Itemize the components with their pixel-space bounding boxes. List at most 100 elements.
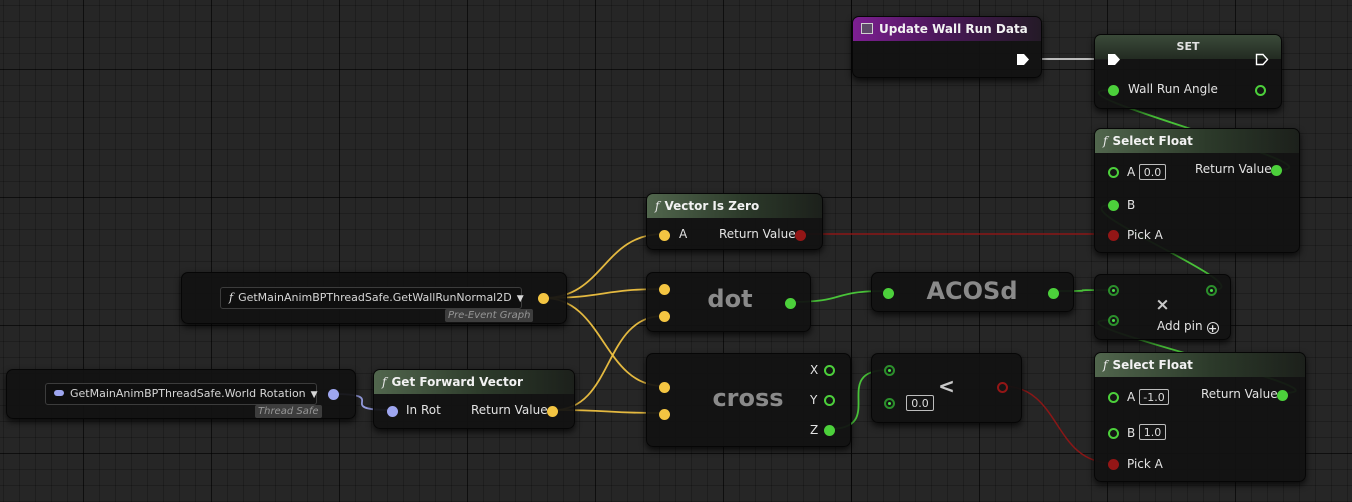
update-wall-run-data-node[interactable]: Update Wall Run Data [852,16,1042,78]
exec-in-pin[interactable] [1107,53,1121,66]
return-value-label: Return Value [471,403,548,417]
dropdown-value: GetMainAnimBPThreadSafe.GetWallRunNormal… [238,291,512,304]
wall-run-angle-in-pin[interactable] [1108,85,1119,96]
pick-a-pin[interactable] [1108,459,1119,470]
b-pin[interactable] [659,311,670,322]
add-pin-button[interactable]: Add pin+ [1157,319,1219,334]
x-label: X [810,363,819,377]
return-value-pin[interactable] [795,230,806,241]
less-than-symbol: < [938,374,955,398]
function-icon: f [229,291,234,304]
vector-out-pin[interactable] [538,293,549,304]
z-pin[interactable] [824,425,835,436]
b-pin[interactable] [1108,200,1119,211]
chevron-down-icon: ▼ [310,390,318,400]
context-tag: Pre-Event Graph [445,309,534,322]
function-icon: f [655,199,660,213]
b-pin[interactable] [659,409,670,420]
rotator-icon [54,390,64,396]
return-value-pin[interactable] [547,406,558,417]
return-value-pin[interactable] [785,298,796,309]
rotator-out-pin[interactable] [328,389,339,400]
exec-out-pin[interactable] [1016,53,1030,66]
node-header: f Select Float [1095,129,1299,153]
dot-node[interactable]: dot [646,272,811,332]
x-pin[interactable] [824,365,835,376]
b-value-field[interactable]: 1.0 [1139,424,1166,440]
node-header: f Get Forward Vector [374,370,574,394]
pick-a-label: Pick A [1127,457,1163,471]
node-header: f Vector Is Zero [647,194,822,218]
property-access-dropdown[interactable]: GetMainAnimBPThreadSafe.World Rotation▼ [45,383,318,405]
node-title: Get Forward Vector [391,375,523,389]
b-pin[interactable] [884,398,895,409]
node-title: Update Wall Run Data [879,22,1028,36]
a-pin[interactable] [659,382,670,393]
a-pin[interactable] [884,365,895,376]
node-title: dot [707,285,753,313]
b-label: B [1127,198,1136,212]
less-than-node[interactable]: 0.0 < [871,353,1022,423]
graph-region-divider [851,0,852,502]
node-title: Select Float [1112,358,1193,372]
pick-a-pin[interactable] [1108,230,1119,241]
input-pin[interactable] [883,288,894,299]
node-title: ACOSd [926,277,1018,305]
node-header: f Select Float [1095,353,1305,377]
multiply-node[interactable]: × Add pin+ [1094,274,1231,340]
return-value-label: Return Value [1201,387,1278,401]
function-icon: f [1103,134,1108,148]
b-label: B [1127,426,1136,440]
get-wall-run-normal-node[interactable]: f GetMainAnimBPThreadSafe.GetWallRunNorma… [181,272,567,324]
node-header: Update Wall Run Data [853,17,1041,41]
y-label: Y [810,393,818,407]
vector-is-zero-node[interactable]: f Vector Is Zero A Return Value [646,193,823,250]
a-pin[interactable] [1108,285,1119,296]
exec-out-pin[interactable] [1255,53,1269,66]
return-value-label: Return Value [1195,162,1272,176]
node-title: Select Float [1112,134,1193,148]
a-pin[interactable] [1108,392,1119,403]
return-value-pin[interactable] [1048,288,1059,299]
return-value-pin[interactable] [1271,165,1282,176]
return-value-pin[interactable] [1277,390,1288,401]
cross-node[interactable]: cross X Y Z [646,353,851,447]
a-label: A [679,227,688,241]
wall-run-angle-label: Wall Run Angle [1128,82,1218,96]
property-access-dropdown[interactable]: f GetMainAnimBPThreadSafe.GetWallRunNorma… [220,287,524,309]
b-pin[interactable] [1108,428,1119,439]
a-value-field[interactable]: -1.0 [1139,389,1169,405]
set-node[interactable]: SET Wall Run Angle [1094,34,1282,109]
function-icon: f [382,375,387,389]
multiply-symbol: × [1155,295,1170,315]
context-tag: Thread Safe [255,405,322,418]
a-pin[interactable] [659,284,670,295]
y-pin[interactable] [824,395,835,406]
node-header: SET [1095,35,1281,59]
return-value-label: Return Value [719,227,796,241]
b-pin[interactable] [1108,315,1119,326]
function-icon: f [1103,358,1108,372]
in-rot-pin[interactable] [387,406,398,417]
node-title: cross [712,384,784,412]
b-value-field[interactable]: 0.0 [906,395,934,411]
return-value-pin[interactable] [1206,285,1217,296]
return-value-pin[interactable] [997,382,1008,393]
in-rot-label: In Rot [406,403,441,417]
a-pin[interactable] [659,230,670,241]
acosd-node[interactable]: ACOSd [871,272,1074,312]
world-rotation-node[interactable]: GetMainAnimBPThreadSafe.World Rotation▼ … [6,369,356,419]
pick-a-label: Pick A [1127,228,1163,242]
a-pin[interactable] [1108,167,1119,178]
get-forward-vector-node[interactable]: f Get Forward Vector In Rot Return Value [373,369,575,429]
add-pin-icon: + [1206,322,1219,335]
node-title: Vector Is Zero [664,199,760,213]
add-pin-label: Add pin [1157,319,1203,333]
z-label: Z [810,423,819,437]
a-value-field[interactable]: 0.0 [1139,164,1166,180]
wall-run-angle-out-pin[interactable] [1255,85,1266,96]
a-label: A [1127,390,1136,404]
